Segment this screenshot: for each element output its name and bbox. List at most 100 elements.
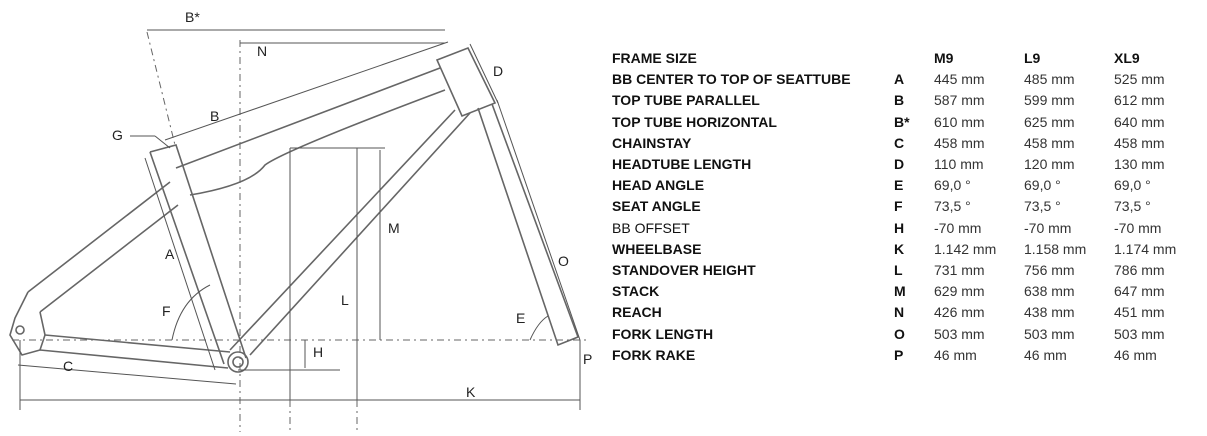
value-xl9: 130 mm: [1114, 156, 1165, 173]
value-m9: 69,0 °: [934, 177, 971, 194]
value-xl9: 525 mm: [1114, 71, 1165, 88]
table-row: BB CENTER TO TOP OF SEATTUBE A 445 mm 485 m…: [612, 69, 1204, 90]
value-xl9: 1.174 mm: [1114, 240, 1177, 257]
value-l9: -70 mm: [1024, 219, 1072, 236]
geometry-table: FRAME SIZE M9 L9 XL9 BB CENTER TO TOP OF…: [612, 48, 1204, 366]
row-letter: L: [894, 262, 903, 279]
row-name: BB CENTER TO TOP OF SEATTUBE: [612, 71, 851, 88]
row-name: HEAD ANGLE: [612, 177, 705, 194]
value-l9: 69,0 °: [1024, 177, 1061, 194]
dim-d: [469, 43, 499, 104]
header-size-l9: L9: [1024, 50, 1041, 66]
value-m9: 503 mm: [934, 325, 985, 342]
label-e: E: [516, 310, 525, 326]
label-d: D: [493, 63, 503, 79]
row-letter: N: [894, 304, 905, 321]
table-header-row: FRAME SIZE M9 L9 XL9: [612, 48, 1204, 69]
value-m9: 46 mm: [934, 346, 977, 363]
header-size-m9: M9: [934, 50, 954, 66]
row-name: STACK: [612, 283, 660, 300]
row-name: REACH: [612, 304, 662, 321]
angle-f-arc: [171, 284, 211, 341]
value-l9: 1.158 mm: [1024, 240, 1087, 257]
value-xl9: 69,0 °: [1114, 177, 1151, 194]
label-g: G: [112, 127, 123, 143]
row-letter: H: [894, 219, 905, 236]
table-row: FORK LENGTH O 503 mm 503 mm 503 mm: [612, 324, 1204, 345]
label-p: P: [583, 351, 592, 367]
row-name: FORK RAKE: [612, 346, 696, 363]
dim-a: [144, 157, 216, 371]
rear-axle: [15, 325, 25, 335]
value-l9: 638 mm: [1024, 283, 1075, 300]
value-m9: 445 mm: [934, 71, 985, 88]
value-m9: 458 mm: [934, 134, 985, 151]
value-l9: 599 mm: [1024, 92, 1075, 109]
label-b: B: [210, 108, 219, 124]
value-m9: 587 mm: [934, 92, 985, 109]
row-name: TOP TUBE PARALLEL: [612, 92, 760, 109]
head-tube: [435, 46, 497, 118]
row-name: FORK LENGTH: [612, 325, 714, 342]
row-name: TOP TUBE HORIZONTAL: [612, 113, 777, 130]
dim-o: [496, 99, 581, 341]
value-m9: 629 mm: [934, 283, 985, 300]
header-size-xl9: XL9: [1114, 50, 1140, 66]
table-row: STACK M 629 mm 638 mm 647 mm: [612, 281, 1204, 302]
label-a: A: [165, 246, 175, 262]
value-m9: 731 mm: [934, 262, 985, 279]
value-m9: -70 mm: [934, 219, 982, 236]
down-tube: [229, 109, 471, 356]
value-m9: 73,5 °: [934, 198, 971, 215]
label-o: O: [558, 253, 569, 269]
value-l9: 73,5 °: [1024, 198, 1061, 215]
value-l9: 46 mm: [1024, 346, 1067, 363]
row-name: HEADTUBE LENGTH: [612, 156, 752, 173]
row-letter: M: [894, 283, 906, 300]
angle-e-arc: [529, 315, 549, 341]
row-letter: A: [894, 71, 905, 88]
label-h: H: [313, 344, 323, 360]
row-letter: B: [894, 92, 905, 109]
value-xl9: 640 mm: [1114, 113, 1165, 130]
seat-stay: [27, 181, 179, 313]
row-letter: O: [894, 325, 905, 342]
value-l9: 485 mm: [1024, 71, 1075, 88]
label-l: L: [341, 292, 349, 308]
b-star-projection-line: [146, 31, 176, 146]
header-frame-size: FRAME SIZE: [612, 50, 697, 66]
value-m9: 610 mm: [934, 113, 985, 130]
value-xl9: 647 mm: [1114, 283, 1165, 300]
rear-dropout: [9, 291, 46, 356]
row-name: WHEELBASE: [612, 240, 702, 257]
value-xl9: 503 mm: [1114, 325, 1165, 342]
value-xl9: 786 mm: [1114, 262, 1165, 279]
value-m9: 1.142 mm: [934, 240, 997, 257]
table-row: WHEELBASE K 1.142 mm 1.158 mm 1.174 mm: [612, 239, 1204, 260]
row-letter: C: [894, 134, 905, 151]
value-l9: 503 mm: [1024, 325, 1075, 342]
frame-geometry-diagram: B* N D B G M A L O F E H P C K: [9, 9, 592, 432]
top-tube: [175, 67, 446, 196]
row-letter: F: [894, 198, 903, 215]
dim-b: [164, 41, 449, 141]
label-f: F: [162, 303, 171, 319]
value-m9: 426 mm: [934, 304, 985, 321]
dim-c: [17, 364, 237, 385]
value-xl9: 73,5 °: [1114, 198, 1151, 215]
label-n: N: [257, 43, 267, 59]
row-letter: K: [894, 240, 905, 257]
value-xl9: 612 mm: [1114, 92, 1165, 109]
fork: [477, 103, 580, 347]
row-name: BB OFFSET: [612, 219, 690, 236]
value-l9: 756 mm: [1024, 262, 1075, 279]
bottom-bracket: [227, 351, 249, 373]
